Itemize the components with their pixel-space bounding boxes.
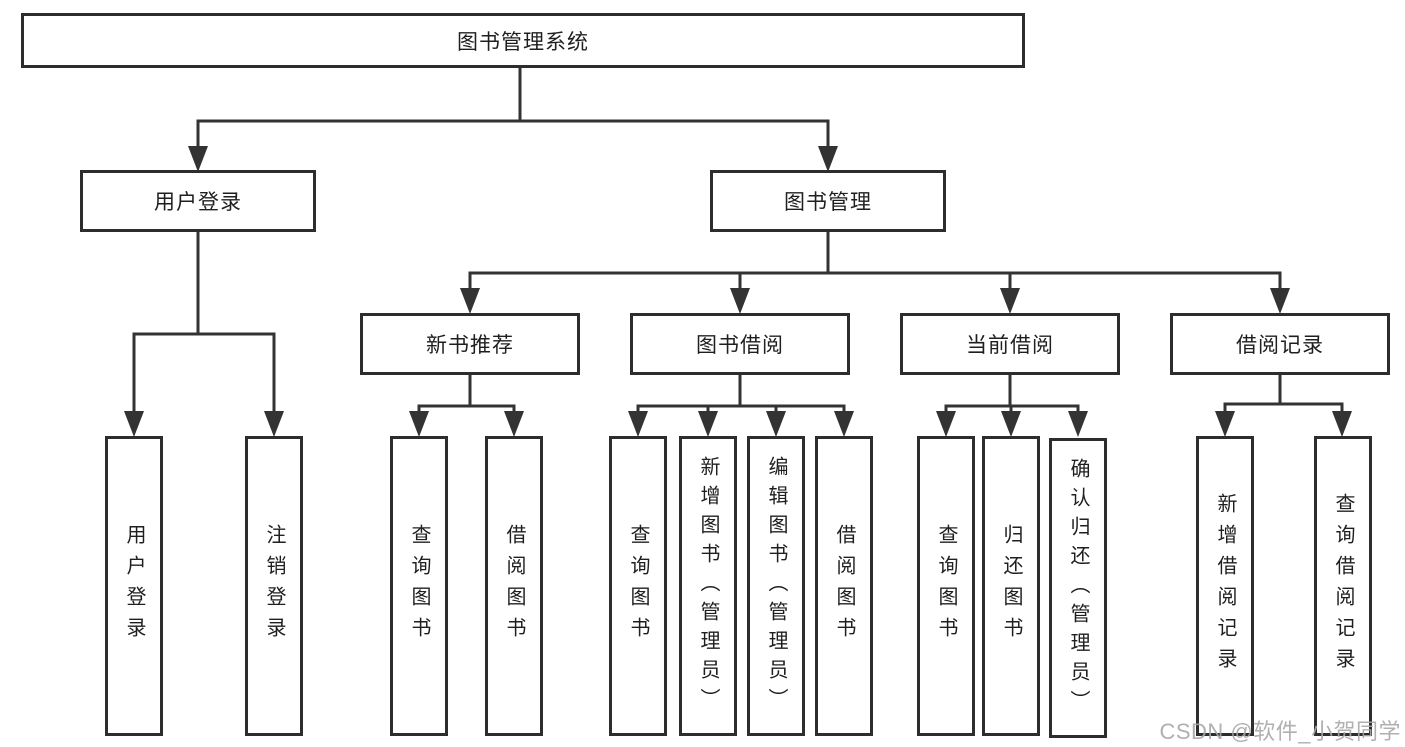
connector-book-mgmt-to-level3: [460, 230, 1290, 314]
connector-current-borrow-to-leaves: [936, 373, 1088, 437]
node-leaf-query-books-1: 查询图书: [390, 436, 448, 736]
node-label: 注销登录: [263, 524, 285, 648]
node-leaf-user-login: 用户登录: [105, 436, 163, 736]
node-label: 编辑图书（管理员）: [765, 455, 787, 717]
node-leaf-borrow-books-1: 借阅图书: [485, 436, 543, 736]
connector-borrow-record-to-leaves: [1215, 373, 1352, 437]
node-library-management-system: 图书管理系统: [21, 13, 1025, 68]
node-new-book-recommend: 新书推荐: [360, 313, 580, 375]
node-label: 确认归还（管理员）: [1067, 457, 1089, 719]
node-label: 新增借阅记录: [1214, 493, 1236, 679]
node-book-management: 图书管理: [710, 170, 946, 232]
node-label: 借阅图书: [833, 524, 855, 648]
node-label: 查询图书: [627, 524, 649, 648]
node-label: 图书借阅: [696, 334, 784, 357]
node-leaf-borrow-books-2: 借阅图书: [815, 436, 873, 736]
node-book-borrowing: 图书借阅: [630, 313, 850, 375]
node-leaf-query-borrow-record: 查询借阅记录: [1314, 436, 1372, 736]
connector-user-login-to-leaves: [124, 230, 284, 437]
node-borrowing-records: 借阅记录: [1170, 313, 1390, 375]
node-leaf-confirm-return-admin: 确认归还（管理员）: [1049, 438, 1107, 738]
node-leaf-logout: 注销登录: [245, 436, 303, 736]
node-label: 新书推荐: [426, 334, 514, 357]
node-current-borrowing: 当前借阅: [900, 313, 1120, 375]
node-label: 用户登录: [154, 191, 242, 214]
node-label: 借阅图书: [503, 524, 525, 648]
node-leaf-edit-book-admin: 编辑图书（管理员）: [747, 436, 805, 736]
node-label: 查询借阅记录: [1332, 493, 1354, 679]
node-label: 查询图书: [935, 524, 957, 648]
node-label: 用户登录: [123, 524, 145, 648]
node-leaf-query-books-3: 查询图书: [917, 436, 975, 736]
node-label: 新增图书（管理员）: [697, 455, 719, 717]
connector-root-to-level2: [188, 66, 838, 172]
node-user-login: 用户登录: [80, 170, 316, 232]
node-label: 借阅记录: [1236, 334, 1324, 357]
connector-new-book-to-leaves: [409, 373, 524, 437]
node-label: 归还图书: [1000, 524, 1022, 648]
node-label: 当前借阅: [966, 334, 1054, 357]
node-leaf-add-borrow-record: 新增借阅记录: [1196, 436, 1254, 736]
node-leaf-return-book: 归还图书: [982, 436, 1040, 736]
node-label: 图书管理: [784, 191, 872, 214]
node-leaf-add-book-admin: 新增图书（管理员）: [679, 436, 737, 736]
node-leaf-query-books-2: 查询图书: [609, 436, 667, 736]
connector-book-borrow-to-leaves: [628, 373, 854, 437]
node-label: 图书管理系统: [457, 30, 589, 54]
node-label: 查询图书: [408, 524, 430, 648]
